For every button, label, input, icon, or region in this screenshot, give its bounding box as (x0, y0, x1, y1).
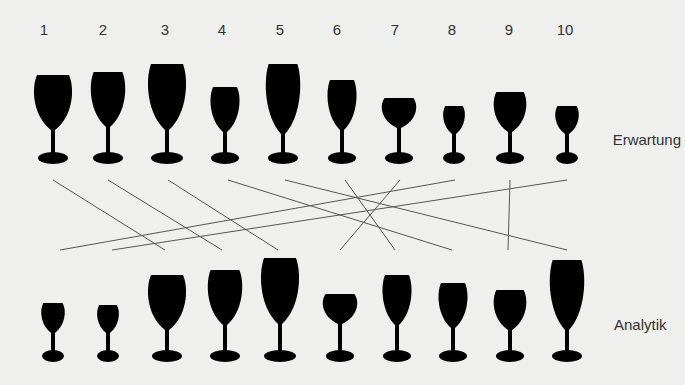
match-line (112, 180, 567, 250)
wine-glass (438, 283, 467, 362)
column-number: 7 (391, 21, 399, 39)
wine-glass (555, 106, 579, 164)
column-number: 8 (448, 21, 456, 39)
wine-glass (323, 294, 357, 362)
match-line (53, 180, 165, 250)
wine-glass (148, 64, 186, 164)
wine-glass (382, 98, 416, 164)
wine-glass (91, 72, 125, 164)
column-number: 9 (505, 21, 513, 39)
match-line (340, 180, 400, 250)
wine-glass (261, 258, 299, 362)
column-number: 1 (40, 21, 48, 39)
wine-glass (208, 270, 242, 362)
match-line (508, 180, 510, 250)
wine-glass (34, 75, 72, 164)
match-line (108, 180, 222, 250)
wine-glass (382, 275, 411, 362)
column-number: 3 (161, 21, 169, 39)
match-line (285, 180, 567, 250)
column-number: 5 (276, 21, 284, 39)
column-number: 6 (333, 21, 341, 39)
wine-glass (148, 275, 186, 362)
wine-glass (443, 106, 465, 164)
wine-glass (266, 64, 300, 164)
wine-glass (210, 87, 239, 164)
row-label: Erwartung (613, 131, 681, 149)
wine-glass (41, 303, 65, 362)
wine-glass (494, 290, 527, 362)
row-label: Analytik (614, 316, 667, 334)
match-lines (53, 180, 567, 250)
column-number: 10 (557, 21, 574, 39)
wine-glass (97, 305, 119, 362)
wine-glass (550, 260, 584, 362)
match-line (60, 180, 455, 250)
column-number: 4 (218, 21, 226, 39)
wine-glass (327, 80, 356, 164)
column-number: 2 (99, 21, 107, 39)
wine-glass (494, 92, 527, 164)
